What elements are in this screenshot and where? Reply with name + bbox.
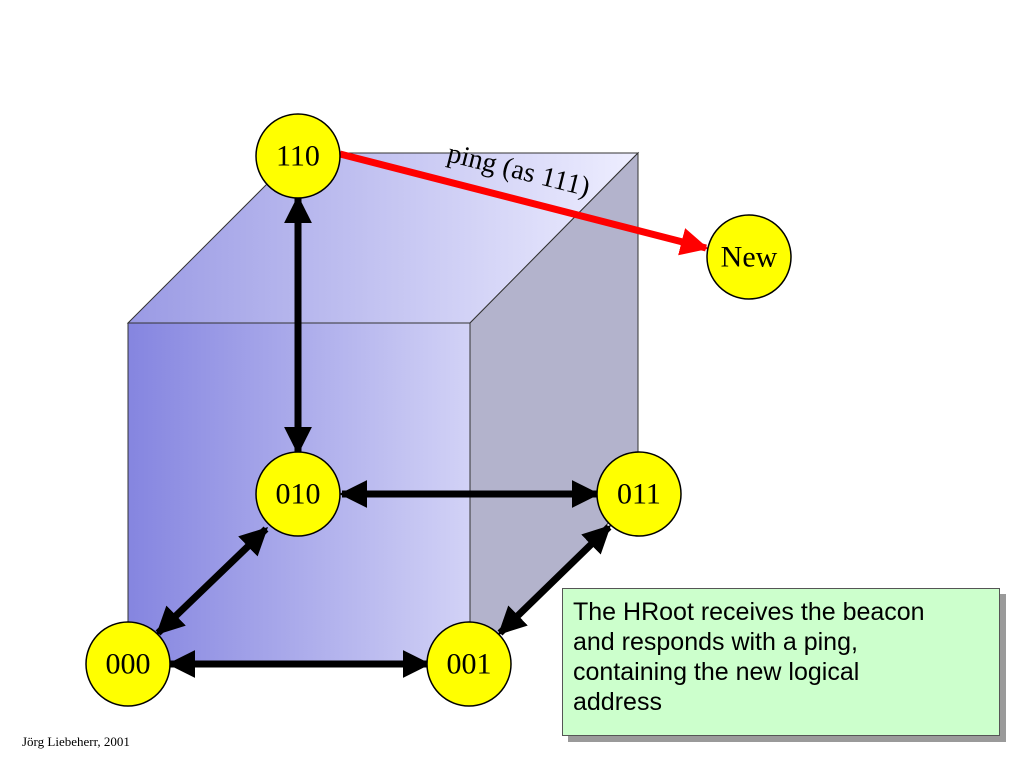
node-label-110: 110 (276, 140, 320, 173)
node-label-011: 011 (617, 478, 661, 511)
explanation-callout: The HRoot receives the beacon and respon… (562, 588, 1000, 736)
ping-arrow (339, 150, 709, 256)
footer-credit: Jörg Liebeherr, 2001 (22, 734, 130, 749)
node-label-000: 000 (106, 648, 151, 681)
callout-line-4: address (573, 688, 662, 716)
node-001: 001 (426, 621, 512, 707)
callout-line-2: and responds with a ping, (573, 628, 858, 656)
node-000: 000 (85, 621, 171, 707)
node-110: 110 (255, 113, 341, 199)
node-label-010: 010 (276, 478, 321, 511)
node-label-001: 001 (447, 648, 492, 681)
node-label-new: New (721, 241, 778, 274)
node-010: 010 (255, 451, 341, 537)
edge-001-011 (497, 524, 612, 636)
edge-000-010 (155, 526, 269, 636)
callout-line-3: containing the new logical (573, 658, 860, 686)
node-011: 011 (596, 451, 682, 537)
node-new: New (706, 214, 792, 300)
callout-line-1: The HRoot receives the beacon (573, 598, 925, 626)
